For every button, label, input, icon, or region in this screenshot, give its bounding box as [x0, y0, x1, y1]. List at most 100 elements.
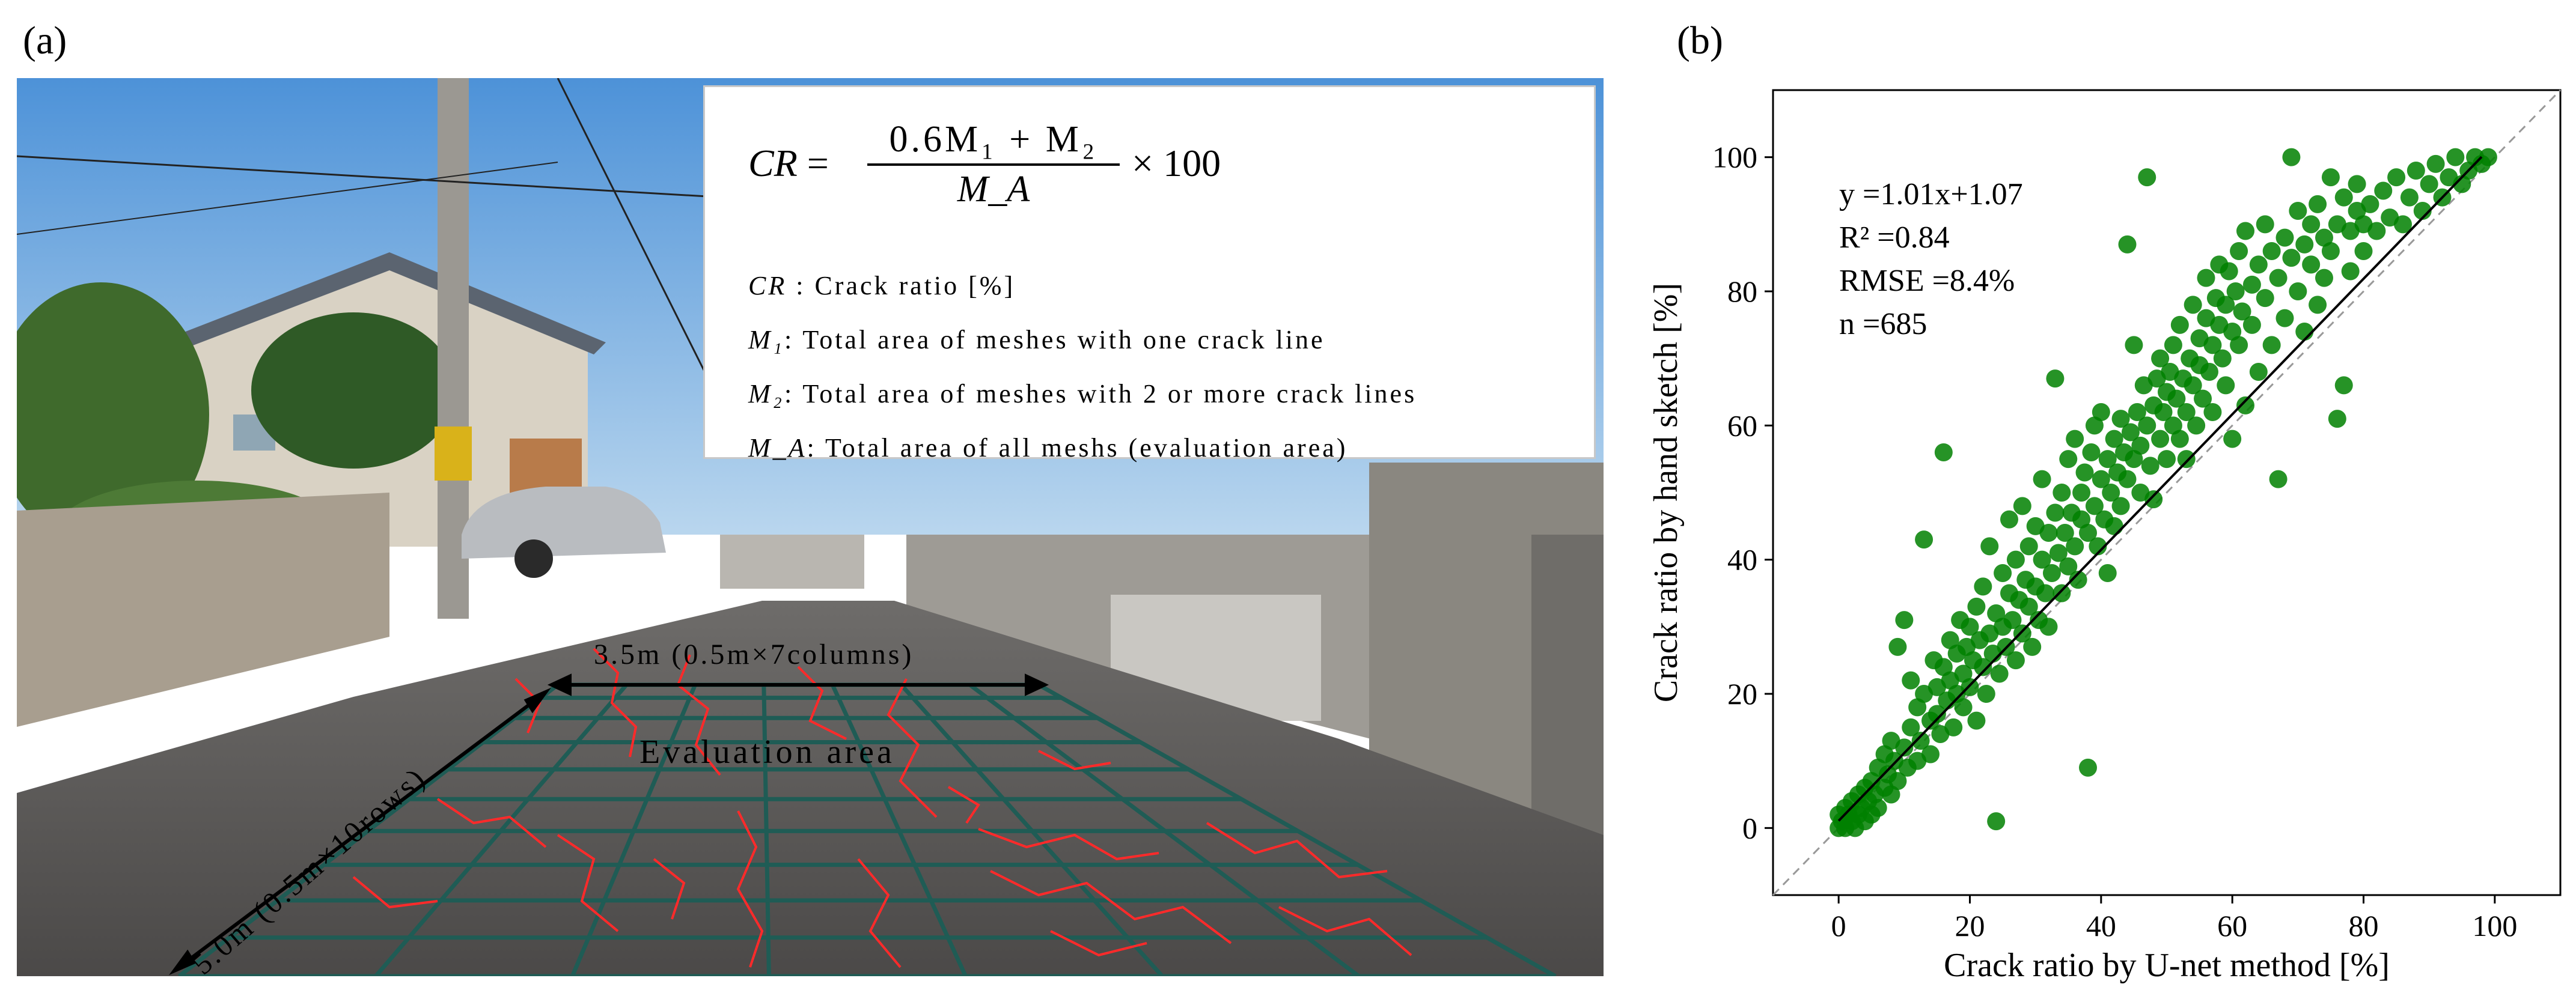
data-point: [2479, 148, 2497, 166]
data-point: [2144, 490, 2163, 509]
data-point: [2348, 175, 2366, 193]
dimension-arrows: [168, 673, 1049, 976]
data-point: [2085, 416, 2104, 435]
data-point: [2334, 188, 2353, 207]
data-point: [2407, 162, 2425, 180]
utility-pole: [438, 78, 469, 619]
data-point: [2367, 222, 2386, 240]
panel-a-label: (a): [23, 19, 67, 62]
data-point: [1987, 604, 2006, 622]
data-point: [2213, 349, 2232, 368]
data-point: [2256, 215, 2274, 234]
y-tick-label: 20: [1727, 677, 1757, 711]
y-tick-label: 0: [1742, 811, 1757, 845]
data-point: [2187, 416, 2206, 435]
stat-r2: R² =0.84: [1839, 220, 1950, 255]
data-point: [2151, 430, 2170, 448]
data-point: [1980, 537, 1999, 556]
data-point: [1974, 658, 1992, 676]
x-tick-label: 0: [1831, 909, 1846, 943]
tree-left: [17, 282, 209, 547]
data-point: [1961, 618, 1979, 636]
data-point: [2089, 537, 2107, 556]
data-point: [2164, 416, 2182, 435]
y-tick-label: 80: [1727, 275, 1757, 308]
data-point: [2334, 376, 2353, 395]
data-point: [2217, 376, 2235, 395]
data-point: [1902, 671, 1920, 690]
data-point: [2200, 363, 2218, 381]
data-point: [1954, 698, 1973, 717]
data-point: [2217, 296, 2235, 314]
road: [17, 601, 1604, 976]
data-point: [2000, 510, 2018, 529]
data-point: [2282, 249, 2301, 267]
data-point: [1888, 772, 1907, 791]
def-m2: M₂: Total area of meshes with 2 or more …: [748, 379, 1417, 408]
stat-rmse: RMSE =8.4%: [1839, 264, 2015, 298]
stat-equation: y =1.01x+1.07: [1839, 177, 2023, 211]
y-tick-label: 60: [1727, 408, 1757, 442]
data-point: [2098, 564, 2117, 582]
data-point: [2446, 148, 2465, 166]
data-point: [1974, 577, 1992, 596]
data-point: [2230, 336, 2248, 354]
data-point: [2249, 363, 2268, 381]
data-point: [2013, 497, 2031, 515]
data-point: [2203, 403, 2222, 421]
data-point: [2167, 389, 2186, 408]
data-point: [2177, 450, 2196, 469]
data-point: [2315, 228, 2333, 247]
data-point: [2302, 215, 2321, 234]
data-point: [2413, 202, 2432, 220]
grid-width-label: 3.5m (0.5m×7columns): [594, 639, 914, 670]
data-point: [2321, 168, 2340, 187]
data-point: [2387, 168, 2406, 187]
data-point: [1895, 738, 1914, 757]
data-point: [2053, 584, 2071, 603]
data-point: [2033, 470, 2051, 488]
x-tick-label: 100: [2472, 909, 2517, 943]
data-point: [2295, 235, 2314, 254]
data-point: [1967, 711, 1986, 730]
data-point: [2321, 242, 2340, 260]
data-point: [2374, 181, 2393, 200]
data-point: [2019, 537, 2038, 556]
data-point: [2341, 262, 2360, 281]
data-point: [2079, 524, 2097, 542]
data-point: [2249, 255, 2268, 274]
data-point: [1915, 530, 1934, 549]
x-tick-label: 20: [1955, 909, 1985, 943]
data-point: [2013, 624, 2031, 643]
data-point: [2233, 302, 2251, 321]
formula-numerator: 0.6M₁ + M₂: [889, 119, 1098, 160]
data-point: [2226, 282, 2245, 300]
data-point: [2426, 154, 2445, 173]
data-point: [2033, 550, 2051, 569]
crack-ratio-formula: CR = 0.6M₁ + M₂ M_A × 100 CR : Crack rat…: [703, 85, 1596, 463]
data-point: [2042, 564, 2061, 582]
data-point: [2121, 423, 2140, 442]
data-point: [1954, 664, 1973, 683]
data-point: [2453, 175, 2471, 193]
evaluation-grid: [177, 682, 1557, 976]
y-tick-label: 40: [1727, 543, 1757, 577]
data-point: [2302, 255, 2321, 274]
data-point: [2269, 470, 2288, 488]
data-point: [2138, 168, 2156, 187]
data-point: [2006, 550, 2025, 569]
data-point: [2059, 450, 2078, 469]
data-point: [1927, 705, 1946, 723]
y-tick-label: 100: [1712, 141, 1757, 174]
data-point: [2262, 242, 2281, 260]
data-point: [2354, 242, 2373, 260]
crack-lines: [352, 648, 1412, 968]
data-point: [2223, 323, 2242, 341]
data-point: [2242, 315, 2261, 334]
data-point: [2006, 651, 2025, 670]
data-point: [2046, 369, 2065, 388]
data-point: [2158, 450, 2176, 469]
data-point: [2105, 517, 2123, 535]
